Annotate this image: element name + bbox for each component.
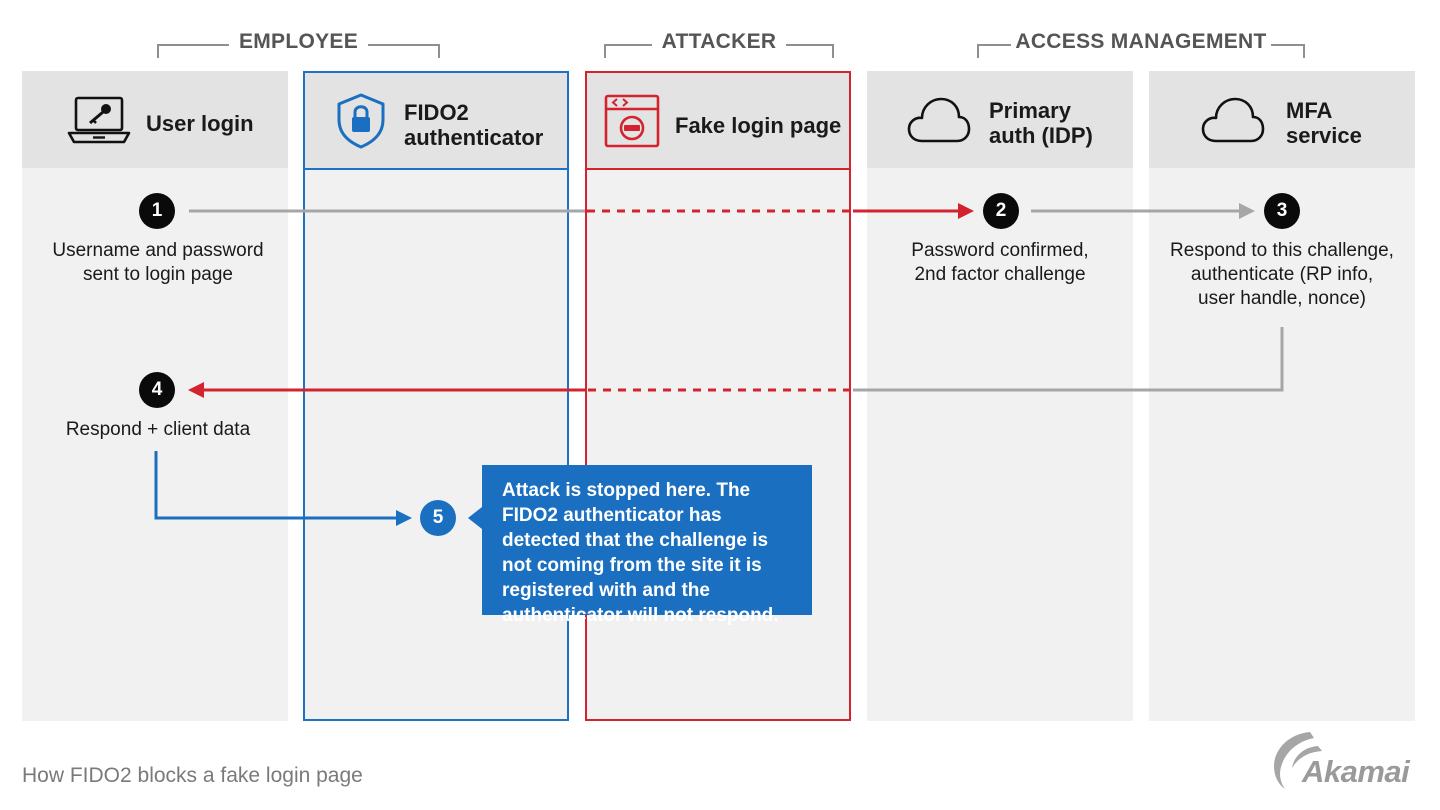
- column-user-login: User login: [22, 71, 288, 721]
- column-title: Primary auth (IDP): [989, 98, 1093, 148]
- cloud-icon: [907, 97, 971, 143]
- akamai-wave-icon: [1274, 732, 1322, 789]
- step-3-badge: 3: [1264, 193, 1300, 229]
- browser-hacker-icon: [604, 94, 660, 148]
- attack-stopped-callout: Attack is stopped here. The FIDO2 authen…: [468, 465, 812, 626]
- cloud-icon: [1201, 97, 1265, 143]
- column-title: Fake login page: [675, 113, 842, 138]
- step-4-text: Respond + client data: [65, 419, 251, 440]
- column-header: User login: [22, 71, 288, 168]
- arrow-2-head: [1239, 203, 1255, 219]
- arrow-1-head: [958, 203, 974, 219]
- step-3-text: Respond to this challenge, authenticate …: [1170, 240, 1394, 309]
- arrow-3-gray: [853, 327, 1284, 392]
- column-header: Fake login page: [587, 73, 849, 170]
- step-1-badge: 1: [139, 193, 175, 229]
- arrow-4: [154, 451, 400, 520]
- shield-lock-icon: [337, 93, 385, 149]
- column-title: FIDO2 authenticator: [404, 100, 544, 150]
- step-5-badge: 5: [420, 500, 456, 536]
- group-employee: EMPLOYEE: [157, 30, 440, 60]
- column-primary-auth: Primary auth (IDP): [867, 71, 1133, 721]
- column-title: MFA service: [1286, 98, 1362, 148]
- laptop-key-icon: [67, 96, 131, 144]
- group-attacker-label: ATTACKER: [661, 30, 777, 53]
- group-employee-label: EMPLOYEE: [238, 30, 359, 53]
- step-2-badge: 2: [983, 193, 1019, 229]
- arrow-4-head: [396, 510, 412, 526]
- akamai-logo-text: Akamai: [1302, 754, 1410, 789]
- group-attacker: ATTACKER: [604, 30, 834, 60]
- column-header: Primary auth (IDP): [867, 71, 1133, 168]
- step-1-text: Username and password sent to login page: [52, 240, 264, 285]
- group-access-management-label: ACCESS MANAGEMENT: [1015, 30, 1267, 53]
- column-header: FIDO2 authenticator: [305, 73, 567, 170]
- column-mfa-service: MFA service: [1149, 71, 1415, 721]
- column-header: MFA service: [1149, 71, 1415, 168]
- group-access-management: ACCESS MANAGEMENT: [977, 30, 1305, 60]
- arrow-3-head: [188, 382, 204, 398]
- column-title: User login: [146, 111, 254, 136]
- figure-caption: How FIDO2 blocks a fake login page: [22, 764, 363, 787]
- step-4-badge: 4: [139, 372, 175, 408]
- akamai-logo: Akamai: [1268, 728, 1418, 794]
- step-2-text: Password confirmed, 2nd factor challenge: [911, 240, 1089, 285]
